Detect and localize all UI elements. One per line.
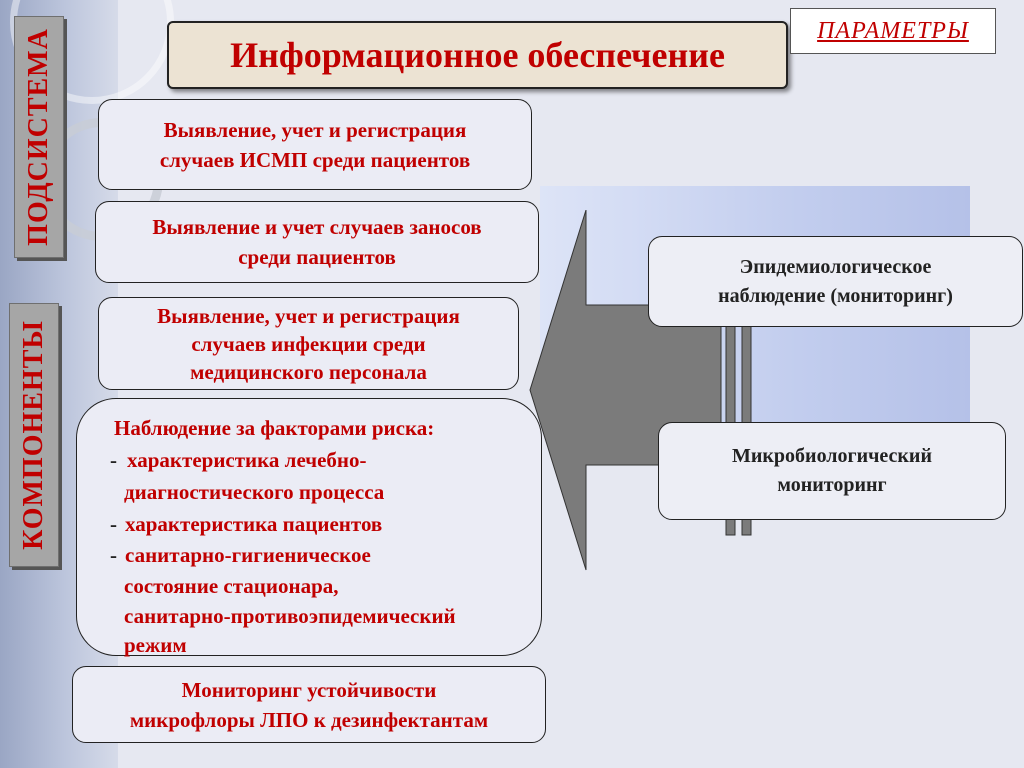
diagram-title: Информационное обеспечение <box>230 35 725 75</box>
risk-heading: Наблюдение за факторами риска: <box>114 416 435 440</box>
box-text-line: Мониторинг устойчивости <box>181 677 437 702</box>
risk-item-line: санитарно-противоэпидемический <box>124 604 456 628</box>
list-dash: - <box>110 448 117 472</box>
right-box-epidemiological-surveillance: Эпидемиологическое наблюдение (мониторин… <box>648 236 1023 327</box>
right-box-microbiological-monitoring: Микробиологический мониторинг <box>658 422 1006 520</box>
parameters-box: ПАРАМЕТРЫ <box>790 8 996 54</box>
box-text-line: Выявление, учет и регистрация <box>157 303 460 328</box>
risk-item-line: санитарно-гигиеническое <box>125 543 371 567</box>
subsystem-label: ПОДСИСТЕМА <box>14 16 64 258</box>
risk-item-line: диагностического процесса <box>124 480 385 504</box>
list-dash: - <box>110 512 117 536</box>
title-box: Информационное обеспечение <box>167 21 788 89</box>
risk-item-line: режим <box>124 633 187 657</box>
box-text-line: медицинского персонала <box>190 359 427 384</box>
box-text-line: среди пациентов <box>238 245 396 269</box>
box-text-line: наблюдение (мониторинг) <box>718 284 953 307</box>
box-text-line: Микробиологический <box>732 445 932 467</box>
risk-item-line: состояние стационара, <box>124 574 339 598</box>
box-text-line: Выявление, учет и регистрация <box>163 117 467 142</box>
box-text-line: мониторинг <box>777 474 887 496</box>
box-text-line: микрофлоры ЛПО к дезинфектантам <box>129 707 489 732</box>
risk-item-line: характеристика пациентов <box>125 512 383 536</box>
list-dash: - <box>110 543 117 567</box>
box-text-line: Выявление и учет случаев заносов <box>152 215 482 239</box>
subsystem-label-text: ПОДСИСТЕМА <box>23 28 54 246</box>
left-box-ismp-registration: Выявление, учет и регистрация случаев ИС… <box>98 99 532 190</box>
bottom-box-disinfectant-resistance: Мониторинг устойчивости микрофлоры ЛПО к… <box>72 666 546 743</box>
box-text-line: Эпидемиологическое <box>739 255 932 278</box>
risk-item-line: характеристика лечебно- <box>127 448 367 472</box>
left-box-import-cases: Выявление и учет случаев заносов среди п… <box>95 201 539 283</box>
box-text-line: случаев ИСМП среди пациентов <box>159 147 471 172</box>
arrow-head <box>529 210 722 571</box>
components-label-text: КОМПОНЕНТЫ <box>18 320 49 550</box>
parameters-label: ПАРАМЕТРЫ <box>817 17 969 44</box>
left-box-staff-infection: Выявление, учет и регистрация случаев ин… <box>98 297 519 390</box>
risk-factors-box: Наблюдение за факторами риска: - характе… <box>76 398 542 657</box>
components-label: КОМПОНЕНТЫ <box>9 303 59 567</box>
box-text-line: случаев инфекции среди <box>191 331 426 356</box>
